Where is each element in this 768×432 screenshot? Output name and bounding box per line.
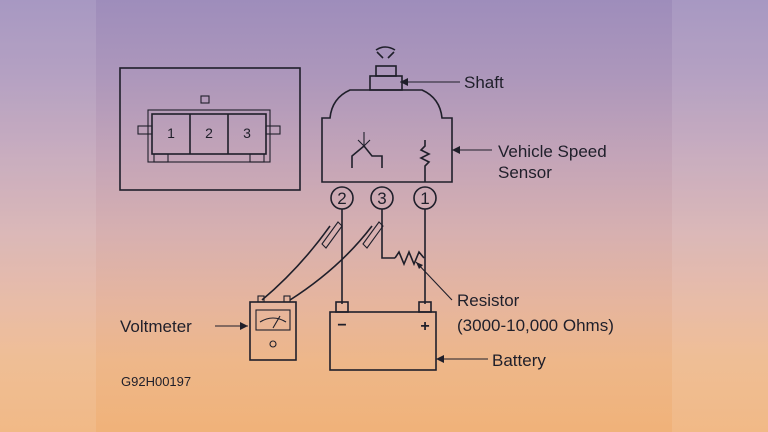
voltmeter-needle xyxy=(272,315,281,329)
sensor-terminal-3-label: 3 xyxy=(377,189,386,208)
external-resistor xyxy=(394,249,425,267)
voltmeter-display xyxy=(255,309,291,331)
connector-housing xyxy=(147,109,271,163)
connector-left-latch xyxy=(137,125,153,135)
vehicle-speed-sensor: 2 3 1 xyxy=(321,46,453,210)
sensor-shaft xyxy=(375,65,397,77)
wrench-icon xyxy=(375,46,396,59)
connector-inset-frame xyxy=(119,67,301,191)
label-voltmeter: Voltmeter xyxy=(120,317,192,336)
label-resistor-value: (3000-10,000 Ohms) xyxy=(457,316,614,335)
label-shaft: Shaft xyxy=(464,73,504,92)
voltmeter-lead-positive xyxy=(289,225,373,301)
sensor-internal-resistor xyxy=(419,140,431,172)
probe-tip-negative xyxy=(321,221,343,249)
leader-lines xyxy=(215,78,492,363)
connector-inset: 1 2 3 xyxy=(119,67,301,191)
connector-pin-1: 1 xyxy=(167,125,175,141)
figure-code: G92H00197 xyxy=(121,374,191,389)
voltmeter-body xyxy=(249,301,297,361)
battery-negative-sign: − xyxy=(337,317,346,334)
sensor-switch-symbol xyxy=(351,144,383,168)
probe-tip-positive xyxy=(362,221,384,249)
battery-positive-sign: + xyxy=(420,318,429,335)
left-blur-panel xyxy=(0,0,96,432)
connector-pin-3: 3 xyxy=(243,125,251,141)
wiring xyxy=(261,209,426,304)
sensor-body xyxy=(321,89,453,183)
connector-right-latch xyxy=(265,125,281,135)
connector-pin-2: 2 xyxy=(205,125,213,141)
sensor-terminal-1-label: 1 xyxy=(420,189,429,208)
label-sensor-line2: Sensor xyxy=(498,163,552,182)
label-battery: Battery xyxy=(492,351,546,370)
battery-body xyxy=(329,311,437,371)
battery: − + xyxy=(329,301,437,371)
label-sensor-line1: Vehicle Speed xyxy=(498,142,607,161)
label-resistor: Resistor xyxy=(457,291,520,310)
sensor-terminal-2-label: 2 xyxy=(337,189,346,208)
battery-terminal-positive xyxy=(418,301,432,313)
right-blur-panel xyxy=(672,0,768,432)
voltmeter xyxy=(249,295,297,361)
battery-terminal-negative xyxy=(335,301,349,313)
voltmeter-knob xyxy=(269,340,277,348)
voltmeter-lead-negative xyxy=(261,225,331,301)
connector-key-tab xyxy=(200,95,210,104)
